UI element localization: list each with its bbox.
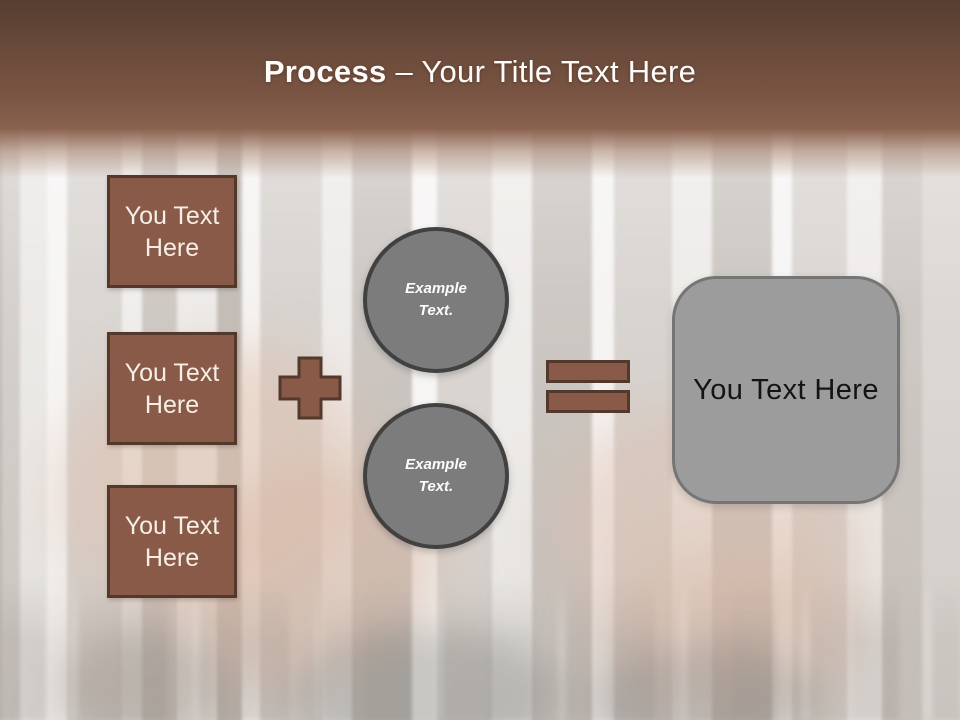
example-circle-bottom: Example Text. — [363, 403, 509, 549]
left-text-box-1-label: You Text Here — [124, 201, 220, 262]
slide-title: Process – Your Title Text Here — [0, 54, 960, 90]
equals-top-bar — [546, 360, 630, 383]
left-text-box-2-label: You Text Here — [124, 358, 220, 419]
title-regular-part: – Your Title Text Here — [386, 54, 697, 89]
result-box-label: You Text Here — [693, 373, 879, 406]
left-text-box-1: You Text Here — [107, 175, 237, 288]
result-box: You Text Here — [672, 276, 900, 504]
equals-bottom-bar — [546, 390, 630, 413]
equals-icon — [546, 360, 630, 420]
example-circle-top: Example Text. — [363, 227, 509, 373]
header-band — [0, 0, 960, 178]
title-bold-part: Process — [263, 54, 387, 89]
example-circle-top-label: Example Text. — [405, 279, 467, 320]
plus-icon — [277, 355, 343, 421]
example-circle-bottom-label: Example Text. — [405, 455, 467, 496]
dark-metal-patch — [60, 635, 230, 720]
left-text-box-3: You Text Here — [107, 485, 237, 598]
hand-left-knuckle — [55, 595, 245, 720]
rusty-bars-texture — [0, 575, 960, 720]
hand-right-fingers — [595, 555, 865, 720]
left-text-box-2: You Text Here — [107, 332, 237, 445]
left-text-box-3-label: You Text Here — [124, 511, 220, 572]
